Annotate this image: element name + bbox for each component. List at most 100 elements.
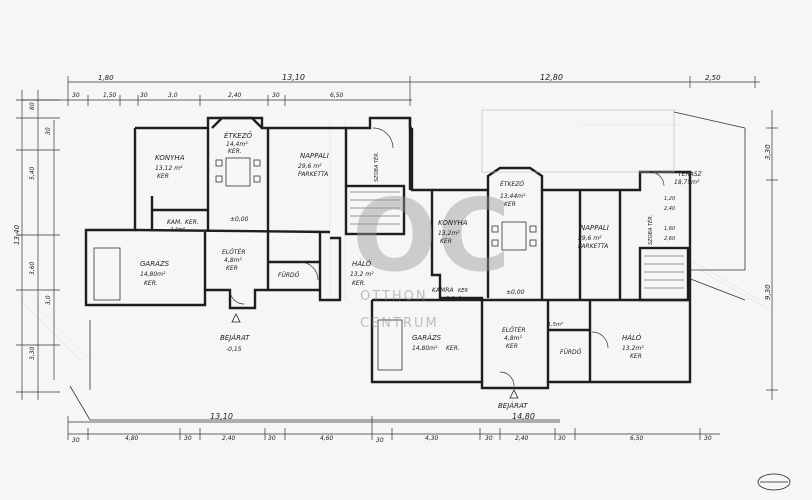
small-dim-0: 1,20 — [664, 196, 675, 202]
room-furdo-1-name: FÜRDŐ — [278, 272, 300, 279]
dim-bot-e: 30 — [268, 435, 276, 442]
dim-top-seg-e: 2,40 — [228, 92, 242, 99]
room-etkezo-2-name: ÉTKEZŐ — [500, 180, 524, 188]
room-garazs-1-area: 14,80m² — [140, 271, 166, 278]
room-garazs-2-area: 14,80m² — [412, 345, 438, 352]
room-kamra-1-area: 2,4m² — [170, 227, 185, 233]
room-terasz-name: TERASZ — [678, 171, 703, 178]
small-dim-3: 2,60 — [664, 236, 675, 242]
room-kamra-2-area: 2,4m² — [446, 296, 461, 302]
dim-bot-l: 6,50 — [630, 435, 644, 442]
watermark-line2: CENTRUM — [360, 316, 439, 331]
dim-bot-k: 30 — [558, 435, 566, 442]
terrace-area — [69, 109, 746, 421]
garage-left-car — [93, 247, 121, 301]
room-eloter-1-floor: KER — [226, 265, 238, 272]
room-halo-2-floor: KER — [630, 353, 642, 360]
small-dimension-notes: 1,20 2,40 1,60 2,60 1,5m² — [548, 196, 675, 328]
walls-left-unit — [84, 116, 412, 310]
dim-top-overall-2: 2,50 — [705, 74, 721, 82]
room-terasz-area: 18,75m² — [674, 179, 700, 186]
stairs-right — [644, 255, 684, 289]
room-halo-1-area: 13,2 m² — [350, 271, 374, 278]
left-dimensions: 80 30 5,40 13,40 3,60 3,0 3,30 — [13, 90, 60, 400]
dim-bot-h: 4,30 — [425, 435, 439, 442]
dim-bot-g: 30 — [376, 437, 384, 444]
room-eloter-2-area: 4,8m² — [504, 335, 522, 342]
level-mark-left: ±0,00 — [230, 216, 249, 223]
level-marks: ±0,00 ±0,00 -0,15 — [226, 216, 525, 353]
stair-label-left: SZOBA TÉR. — [372, 152, 380, 182]
dim-right-1: 9,30 — [764, 284, 772, 300]
dim-left-3: 5,40 — [29, 166, 36, 180]
small-dim-4: 1,5m² — [548, 322, 563, 328]
dim-bot-m: 30 — [704, 435, 712, 442]
level-mark-entrance: -0,15 — [226, 346, 242, 353]
dim-left-0: 80 — [29, 102, 36, 110]
room-nappali-1-name: NAPPALI — [300, 152, 329, 160]
room-konyha-1-floor: KER — [157, 173, 169, 180]
room-labels: ÉTKEZŐ 14,4m² KER. KONYHA 13,12 m² KER N… — [140, 131, 703, 360]
room-etkezo-2-area: 13,44m² — [500, 193, 526, 200]
watermark: OC OTTHON CENTRUM — [352, 177, 510, 331]
stair-annotations: SZOBA TÉR. SZOBA TÉR. — [372, 152, 654, 245]
watermark-line1: OTTHON — [360, 289, 428, 304]
entrance-right-label: BEJÁRAT — [498, 401, 528, 410]
dining-table-right — [491, 221, 537, 251]
dim-left-9: 3,30 — [29, 346, 36, 360]
dim-left-4: 13,40 — [13, 224, 21, 245]
room-konyha-2-name: KONYHA — [438, 219, 468, 227]
dim-bot-d: 2,40 — [222, 435, 236, 442]
entrance-arrow-left — [231, 313, 241, 323]
room-halo-2-area: 13,2m² — [622, 345, 644, 352]
room-garazs-1-name: GARÁZS — [140, 259, 170, 268]
room-nappali-1-area: 29,6 m² — [298, 163, 322, 170]
entrances: BEJÁRAT BEJÁRAT — [220, 313, 528, 410]
room-garazs-2-floor: KER. — [446, 345, 460, 352]
dim-bottom-overall-0: 13,10 — [210, 412, 233, 421]
garage-right-car — [377, 319, 403, 371]
room-kamra-1-name: KAM. — [167, 219, 182, 226]
room-halo-1-name: HÁLÓ — [352, 259, 372, 268]
dim-bot-i: 30 — [485, 435, 493, 442]
door-swings — [229, 127, 665, 387]
dim-left-1: 30 — [45, 127, 52, 135]
dim-top-seg-c: 30 — [140, 92, 148, 99]
dim-right-0: 3,30 — [764, 144, 772, 160]
dim-top-overall-1: 12,80 — [540, 73, 563, 82]
room-eloter-2-name: ELŐTÉR — [502, 326, 525, 334]
dim-bot-b: 4,80 — [125, 435, 139, 442]
room-halo-1-floor: KER. — [352, 280, 366, 287]
room-etkezo-1-floor: KER. — [228, 148, 242, 155]
dim-top-segment-0: 1,80 — [98, 74, 114, 82]
stairs-left — [350, 191, 400, 225]
bottom-dimensions: 13,10 14,80 30 4,80 30 2,40 30 4,60 30 4… — [67, 412, 720, 444]
level-mark-right: ±0,00 — [506, 289, 525, 296]
room-nappali-2-floor: PARKETTA — [578, 243, 608, 250]
dim-top-seg-b: 1,50 — [103, 92, 117, 99]
room-nappali-2-name: NAPPALI — [580, 224, 609, 232]
room-garazs-2-name: GARÁZS — [412, 333, 442, 342]
dim-bot-f: 4,60 — [320, 435, 334, 442]
north-arrow-icon — [757, 473, 791, 491]
room-eloter-1-name: ELŐTÉR — [222, 248, 245, 256]
room-etkezo-2-floor: KER — [504, 201, 516, 208]
dining-table-left — [215, 157, 261, 187]
top-dimensions: 1,80 13,10 12,80 2,50 30 1,50 30 3,0 2,4… — [22, 73, 760, 106]
room-furdo-2-name: FÜRDŐ — [560, 349, 582, 356]
entrance-arrow-right — [509, 389, 519, 399]
room-konyha-1-area: 13,12 m² — [155, 165, 183, 172]
entrance-left-label: BEJÁRAT — [220, 333, 250, 342]
dim-top-seg-g: 6,50 — [330, 92, 344, 99]
room-garazs-1-floor: KER. — [144, 280, 158, 287]
dim-top-seg-a: 30 — [72, 92, 80, 99]
room-kamra-1-floor: KER. — [185, 219, 199, 226]
room-kamra-2-floor: KER — [458, 288, 468, 294]
room-konyha-2-floor: KER — [440, 238, 452, 245]
dim-top-seg-d: 3,0 — [168, 92, 178, 99]
dim-bot-c: 30 — [184, 435, 192, 442]
room-nappali-1-floor: PARKETTA — [298, 171, 328, 178]
room-halo-2-name: HÁLÓ — [622, 333, 642, 342]
